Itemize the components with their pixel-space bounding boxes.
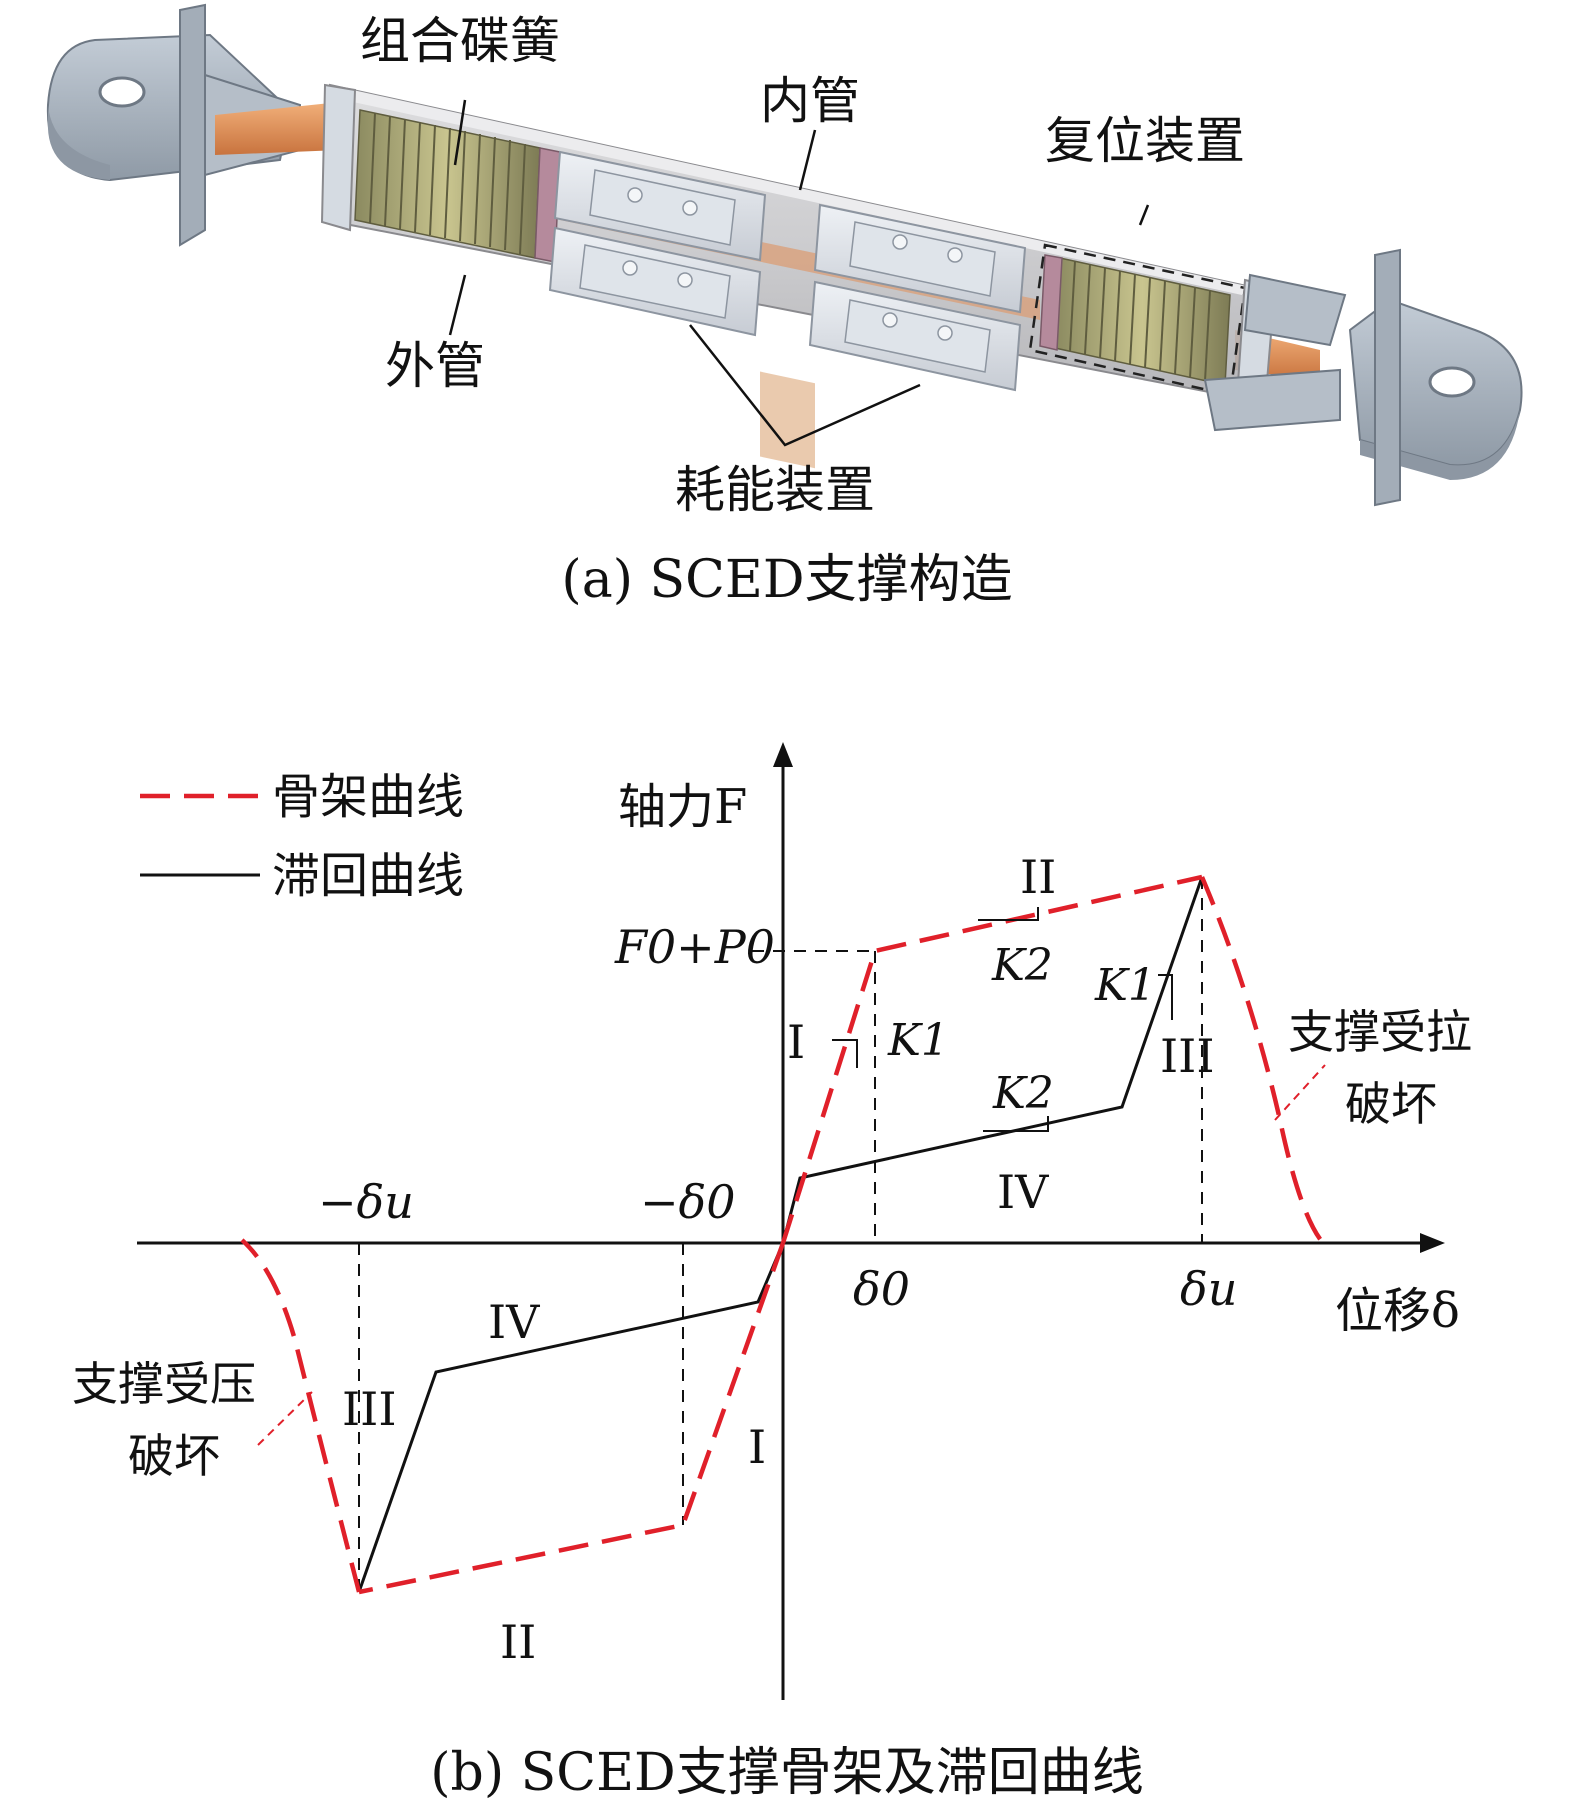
disc-spring-pack [354,109,561,263]
annotation-tension-failure-line2: 破坏 [1345,1077,1437,1131]
k1-triangle-loading [832,1039,858,1068]
skeleton-tension-failure [1199,876,1325,1245]
leader-outer-tube [448,274,467,336]
stiffness-k1-loading: K1 [887,1015,949,1066]
tick-delta-u: δu [1180,1262,1237,1316]
label-inner-tube: 内管 [760,72,860,130]
compression-failure-leader [257,1391,313,1446]
right-end-plate [1203,248,1523,507]
stage-iii-lower: III [342,1382,397,1436]
stiffness-triangles [832,907,1173,1132]
tension-failure-leader [1274,1064,1326,1121]
hysteresis-lower-unload [357,1242,785,1593]
leader-energy-device [689,324,921,447]
caption-a: (a) SCED支撑构造 [561,550,1012,610]
stiffness-k2-lower: K2 [992,1068,1054,1119]
hysteresis-curve [357,876,1204,1593]
caption-b: (b) SCED支撑骨架及滞回曲线 [430,1743,1143,1803]
reset-spring-pack [1039,254,1231,386]
leader-reset-device [1138,204,1150,226]
x-axis-arrow [1420,1233,1445,1253]
annotation-tension-failure-line1: 支撑受拉 [1288,1005,1472,1059]
stiffness-k1-unloading: K1 [1094,960,1156,1011]
hysteresis-upper-unload [781,876,1204,1244]
tick-force-level: F0+P0 [614,920,775,974]
stage-ii-upper: II [1020,850,1056,904]
skeleton-compression [358,1242,786,1595]
stage-iv-upper: IV [997,1165,1049,1219]
label-reset-device: 复位装置 [1045,112,1245,170]
tick-neg-delta-u: −δu [318,1175,414,1229]
tick-neg-delta0: −δ0 [640,1175,736,1229]
brace-assembly-illustration [46,3,1523,507]
stage-ii-lower: II [500,1615,536,1669]
label-energy-device: 耗能装置 [675,461,875,519]
k2-triangle-upper [978,907,1039,921]
stage-iii-upper: III [1160,1029,1215,1083]
skeleton-tension [780,874,1203,1244]
left-copper-rod [215,102,340,155]
stage-i-upper: I [787,1015,805,1069]
leader-inner-tube [798,129,817,191]
annotation-compression-failure-line1: 支撑受压 [72,1357,256,1411]
label-outer-tube: 外管 [385,337,485,395]
tick-delta0: δ0 [853,1262,910,1316]
stiffness-k2-upper: K2 [991,940,1053,991]
hysteresis-diagram: 骨架曲线 滞回曲线 轴力F 位移δ F0+P0 δ0 δu −δ0 −δu II… [72,742,1472,1700]
skeleton-compression-failure [240,1238,362,1593]
k2-triangle-lower [983,1116,1049,1132]
stage-i-lower: I [748,1420,766,1474]
stage-iv-lower: IV [488,1295,540,1349]
y-axis-label: 轴力F [618,779,747,835]
k1-triangle-unloading [1158,974,1173,1020]
legend-hysteresis-label: 滞回曲线 [272,848,464,904]
part-a-leaders [448,99,1150,447]
annotation-compression-failure-line2: 破坏 [128,1429,220,1483]
label-disc-springs: 组合碟簧 [360,12,560,70]
skeleton-curve [240,874,1325,1595]
dashed-guides [358,877,1203,1592]
energy-dissipation-block-left [548,150,767,337]
legend: 骨架曲线 滞回曲线 [140,769,464,904]
x-axis-label: 位移δ [1335,1283,1460,1339]
legend-skeleton-label: 骨架曲线 [272,769,464,825]
leader-disc-springs [453,99,467,166]
y-axis-arrow [773,742,793,767]
energy-dissipation-block-right [808,203,1027,392]
